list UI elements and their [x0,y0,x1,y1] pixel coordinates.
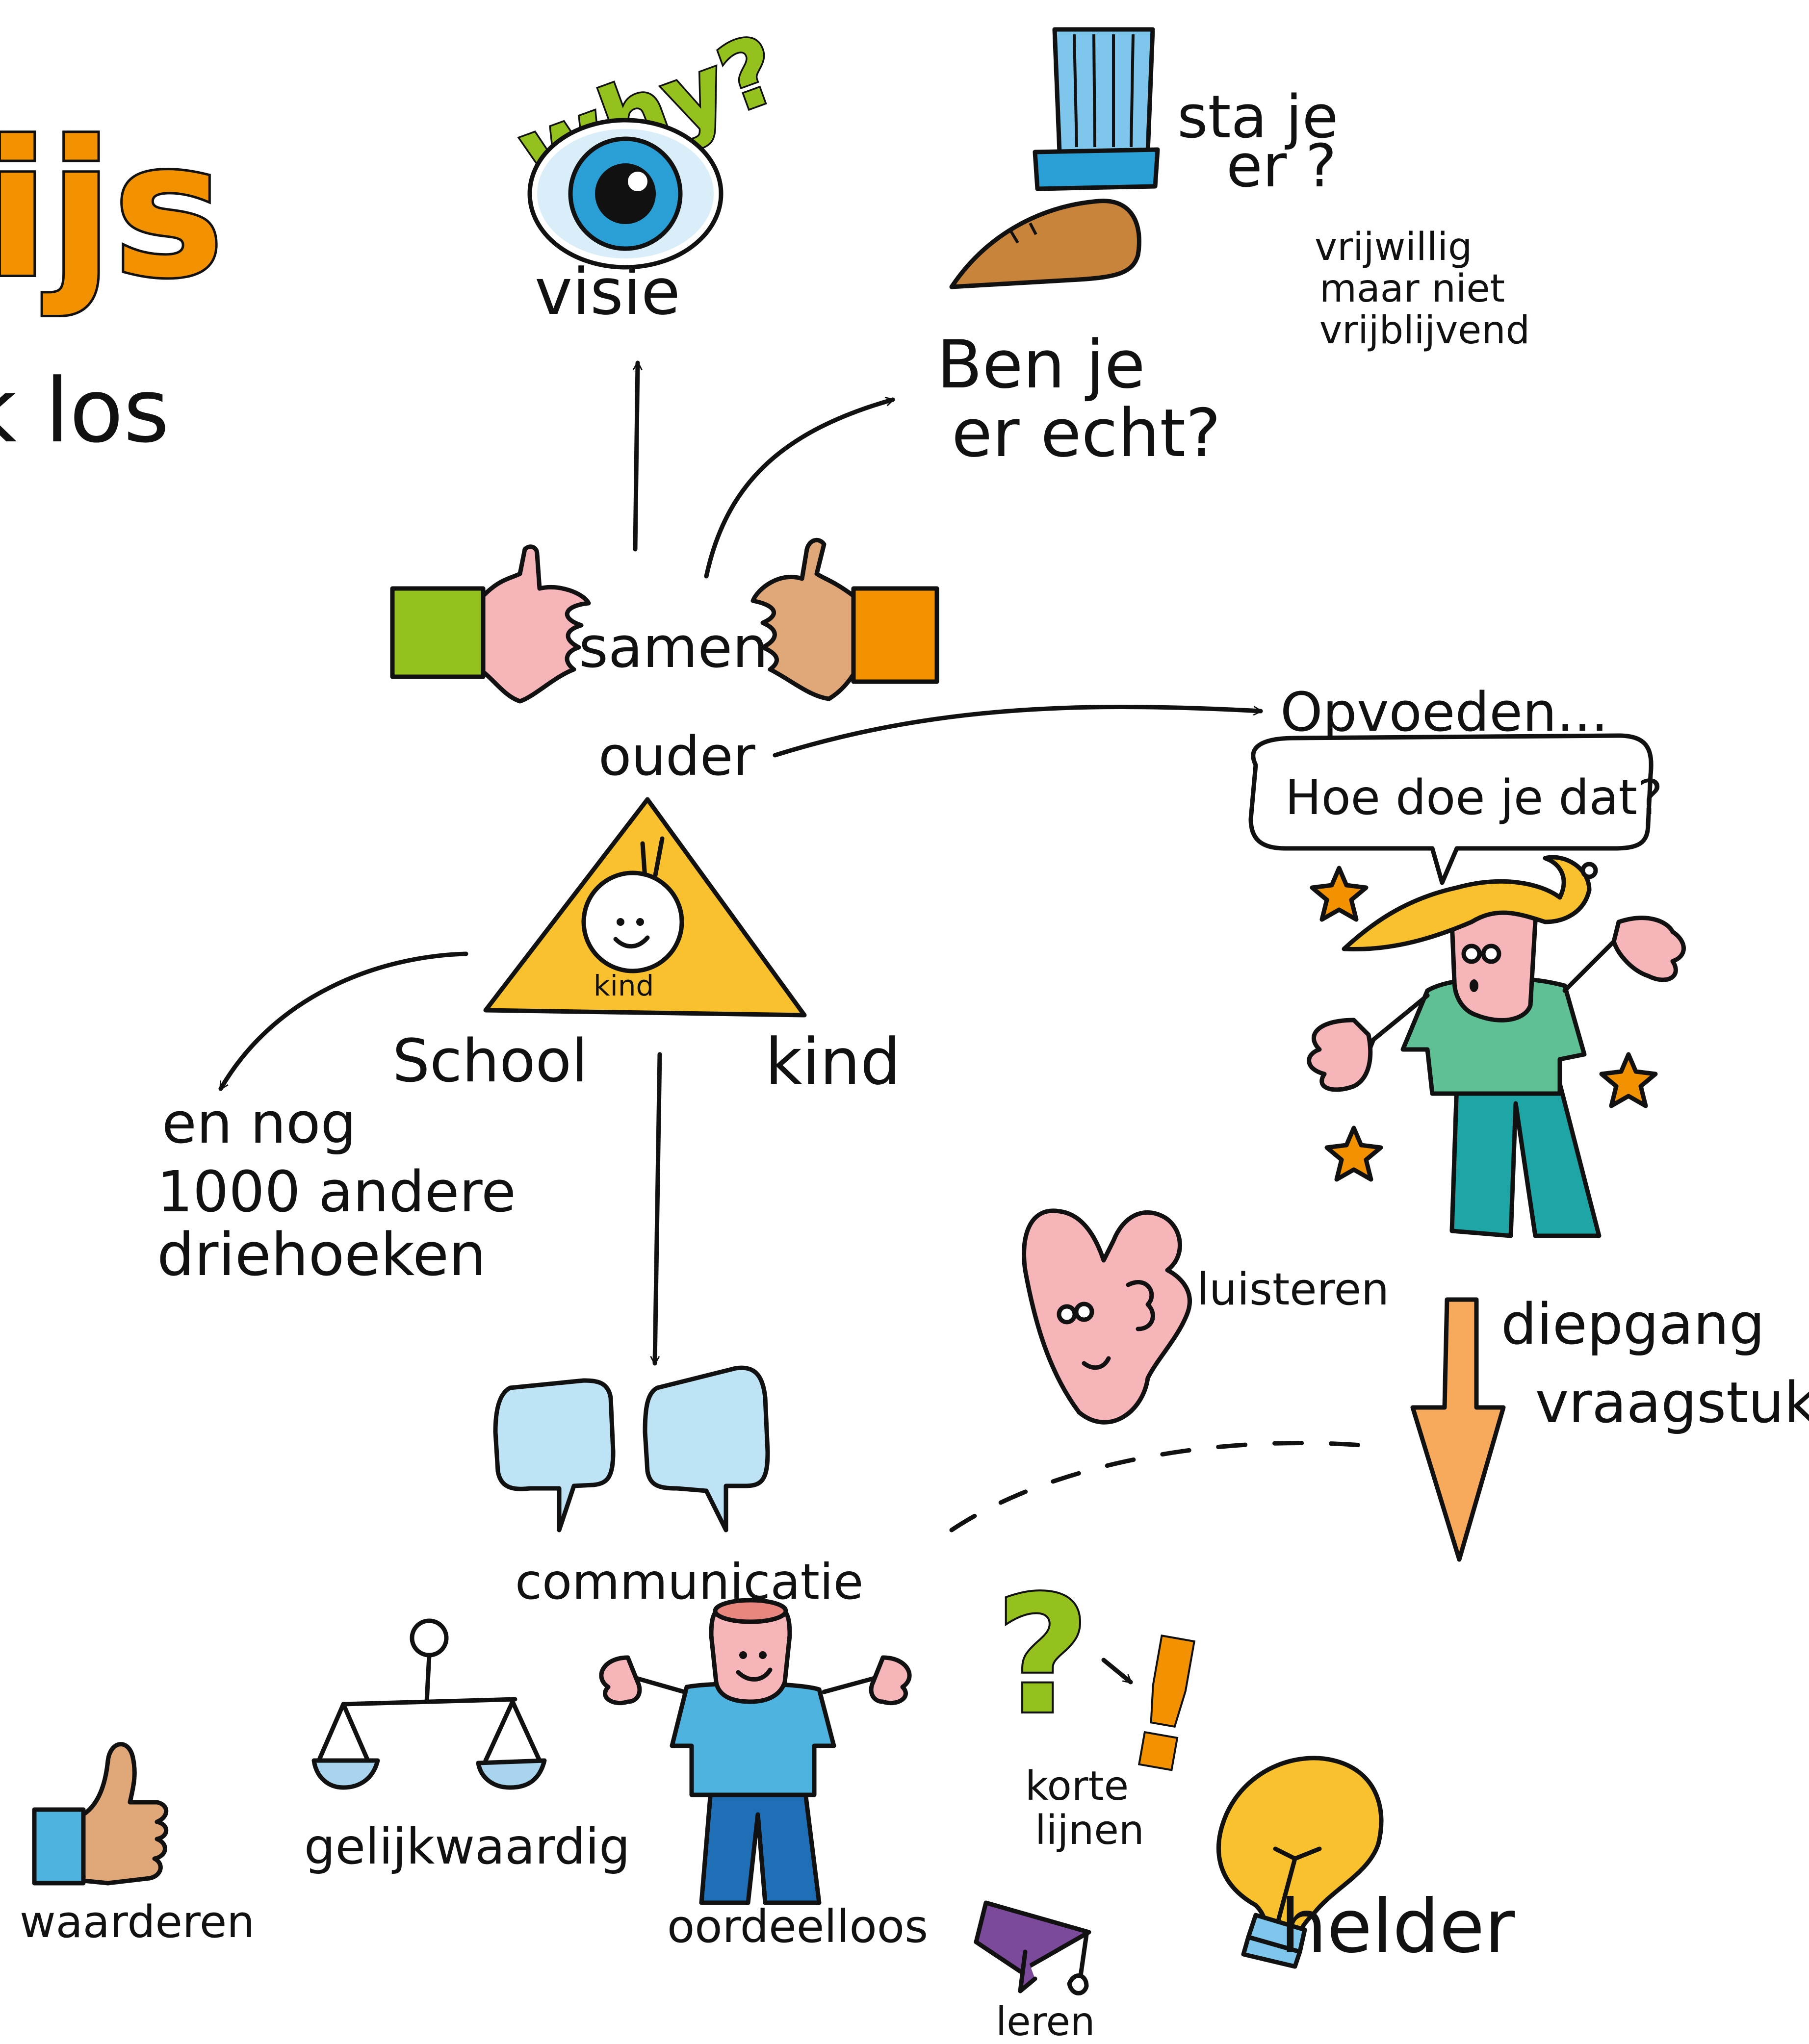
down-arrow-icon [1410,1297,1506,1562]
communicatie-group: communicatie [493,1365,863,1610]
opvoeden-group: Opvoeden... Hoe doe je dat? [1248,681,1686,1238]
arrow-to-opvoeden [773,705,1264,758]
leren-group: leren [974,1900,1095,2044]
oordeelloos-label: oordeelloos [667,1900,928,1953]
korte-lijnen-group: ? ! korte lijnen [994,1559,1226,1854]
child-face-icon [581,836,684,973]
light-bulb-icon [1216,1756,1384,1969]
star-icons [1310,862,1658,1182]
leren-label: leren [996,1999,1095,2044]
sta-je-er-group: sta je er ? [949,27,1338,289]
scales-icon [311,1618,547,1790]
question-mark-icon: ? [996,1561,1089,1750]
title-fragment-bottom: k los [0,360,169,462]
arrow-to-driehoeken [218,951,468,1091]
luisteren-label: luisteren [1197,1264,1389,1315]
vrijwillig-line2: maar niet [1319,267,1505,311]
communicatie-label: communicatie [515,1553,863,1610]
waarderen-group: waarderen [20,1742,255,1948]
ben-je-er-group: Ben je er echt? [937,326,1221,472]
triangle-left-label: School [392,1027,588,1096]
gelijkwaardig-group: gelijkwaardig [304,1618,630,1875]
oordeelloos-group: oordeelloos [599,1598,928,1953]
small-arrow [1101,1658,1133,1685]
right-hand-icon [750,537,939,701]
shoe-icon [949,199,1141,289]
speech-bubble-text: Hoe doe je dat? [1285,770,1663,826]
open-minded-person-icon [599,1598,912,1905]
speech-bubble: Hoe doe je dat? [1248,733,1663,885]
korte-lijnen-line2: lijnen [1035,1807,1144,1854]
ben-je-line1: Ben je [937,326,1145,403]
sta-je-line1: sta je [1177,83,1338,152]
leg-icon [1033,27,1160,191]
triangle-top-label: ouder [598,725,756,788]
arrow-to-visie [632,360,643,552]
left-hand-icon [390,544,591,704]
ben-je-line2: er echt? [952,395,1221,472]
sta-je-line2: er ? [1226,132,1337,201]
triangle-right-label: kind [765,1024,901,1099]
arrow-to-ben-je-er [704,397,895,579]
diepgang-line1: diepgang [1501,1292,1765,1357]
samen-label: samen [579,615,768,681]
gelijkwaardig-label: gelijkwaardig [304,1818,630,1875]
dashed-link [949,1440,1381,1533]
chat-bubbles-icon [493,1365,770,1533]
waarderen-label: waarderen [20,1896,255,1948]
title-fragment-top: ijs [0,102,224,319]
ear-icon [1022,1208,1192,1425]
triangle-group: ouder kind School kind [392,725,901,1099]
title-fragment: ijs k los [0,99,227,462]
thumbs-up-icon [32,1742,169,1886]
eye-icon [527,118,724,270]
driehoeken-group: en nog 1000 andere driehoeken [157,1091,516,1289]
korte-lijnen-line1: korte [1025,1763,1129,1810]
samen-group: samen [390,537,939,704]
driehoeken-line3: driehoeken [157,1221,486,1289]
visie-group: why? visie [503,13,795,329]
luisteren-group: luisteren [1022,1208,1389,1425]
vrijwillig-line3: vrijblijvend [1319,308,1530,353]
vrijwillig-line1: vrijwillig [1315,225,1473,269]
diepgang-line2: vraagstuk [1535,1370,1809,1436]
driehoeken-line2: 1000 andere [157,1159,516,1225]
vrijwillig-group: vrijwillig maar niet vrijblijvend [1315,225,1530,353]
visie-label: visie [535,255,680,329]
helder-label: helder [1280,1884,1515,1969]
driehoeken-line1: en nog [162,1091,356,1156]
arrow-to-communicatie [650,1052,662,1366]
opvoeden-label: Opvoeden... [1280,681,1608,743]
triangle-center-label: kind [594,969,654,1002]
connector-arrows [218,360,1381,1533]
diepgang-group: diepgang vraagstuk [1410,1292,1809,1562]
helder-group: helder [1216,1756,1515,1969]
graduation-cap-icon [974,1900,1091,1995]
confused-person-icon [1307,855,1686,1238]
